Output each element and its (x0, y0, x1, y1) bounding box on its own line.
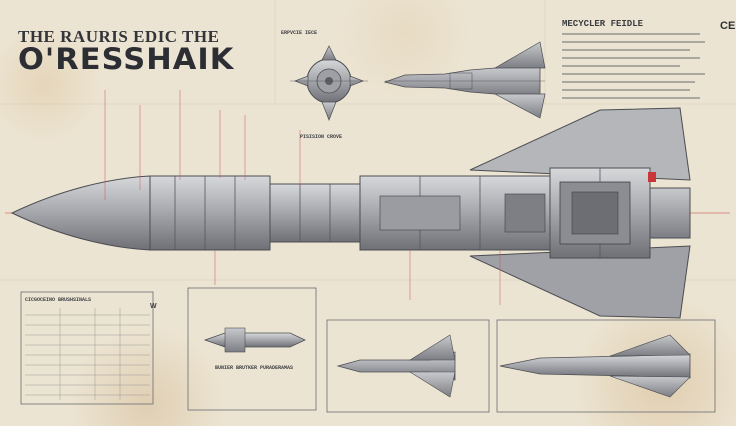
spec-panel-title: MECYCLER FEIDLE (562, 19, 644, 29)
detail-missile-2 (336, 334, 456, 398)
section-label: ERPVCIE IECE (281, 30, 318, 36)
page-title: O'RESSHAIK (18, 42, 235, 76)
detail-missile-1 (203, 327, 306, 353)
spec-table-grid (25, 308, 150, 400)
spec-panel-lines (562, 33, 705, 99)
side-view-drawing (383, 41, 546, 119)
callout-lines (104, 90, 501, 305)
title-line-1: THE RAURIS EDIC THE (18, 27, 220, 46)
main-missile-drawing (5, 107, 730, 319)
scale-reference: W (150, 303, 157, 310)
table-title: CICGOCEINO BRUSHSINALS (25, 297, 92, 303)
front-view-drawing (290, 45, 368, 121)
bottom-panel-frames (20, 287, 716, 413)
ce-mark: CE (720, 20, 736, 32)
detail-label: PISISION CROVE (300, 134, 343, 140)
bottom-caption: BUNIER BRUTKER PURADERAMAS (215, 365, 294, 371)
detail-missile-3 (499, 334, 691, 398)
